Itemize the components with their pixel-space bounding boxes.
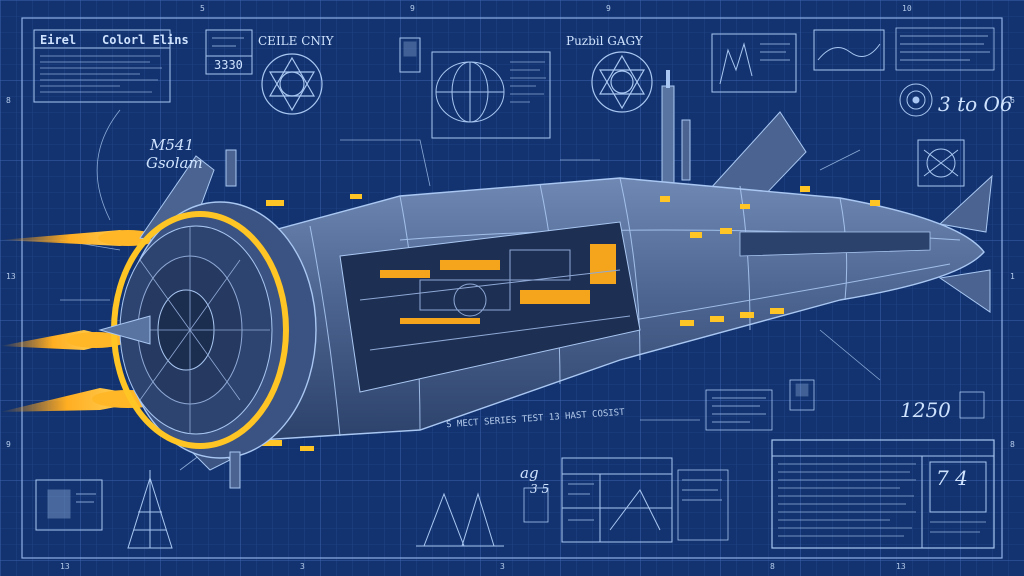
tick-bottom-5: 13: [896, 562, 906, 571]
panel-title-left: Eirel: [40, 33, 77, 47]
tick-right-1: 6: [1010, 96, 1015, 105]
left-note-title-1: M541: [150, 136, 194, 154]
rocket-thruster-icon: [0, 70, 993, 489]
orbit-diagram-icon: [261, 53, 323, 115]
gauge-icon: [899, 83, 933, 117]
detail-box: [399, 37, 421, 73]
frame-border: [21, 17, 1003, 559]
code-box-label: 3330: [214, 58, 243, 72]
crosshair-icon: [917, 139, 965, 187]
cable-label: CEILE CNIY: [258, 34, 334, 48]
cutaway-section: [339, 221, 641, 393]
scale-note: 3 to O6: [938, 92, 1013, 116]
right-box-number: 7 4: [936, 466, 968, 490]
tick-top-1: 5: [200, 4, 205, 13]
panel-title-right: Colorl Elins: [102, 33, 189, 47]
tick-right-3: 8: [1010, 440, 1015, 449]
text-box-top-right: [895, 27, 995, 71]
small-chart-box: [711, 33, 797, 93]
tick-top-4: 10: [902, 4, 912, 13]
tick-bottom-1: 13: [60, 562, 70, 571]
bottom-hand-note-1: ag: [520, 464, 539, 482]
doc-box-bottom-left: [35, 479, 103, 531]
tick-top-2: 9: [410, 4, 415, 13]
info-panel-top-left: [33, 29, 171, 103]
right-mid-number: 1250: [900, 398, 951, 422]
tick-top-3: 9: [606, 4, 611, 13]
part-label: Puzbil GAGY: [566, 34, 643, 48]
tick-bottom-2: 3: [300, 562, 305, 571]
wave-box: [813, 29, 885, 71]
tower-icon: [127, 470, 173, 549]
tick-left-3: 9: [6, 440, 11, 449]
spec-table-bottom-right: [771, 439, 995, 549]
spec-boxes-right: [705, 379, 985, 431]
ring-diagram: [431, 51, 551, 139]
left-note-title-2: Gsolam: [146, 154, 203, 172]
tick-right-2: 1: [1010, 272, 1015, 281]
orbit-diagram-icon: [591, 51, 653, 113]
spec-table-bottom-center: [561, 457, 673, 543]
bottom-hand-note-2: 3 5: [530, 482, 550, 496]
tick-bottom-3: 3: [500, 562, 505, 571]
tick-left-1: 8: [6, 96, 11, 105]
code-box: [205, 29, 253, 75]
tick-bottom-4: 8: [770, 562, 775, 571]
tick-left-2: 13: [6, 272, 16, 281]
spec-box-bottom: [523, 469, 729, 541]
cone-diagrams: [416, 492, 504, 547]
